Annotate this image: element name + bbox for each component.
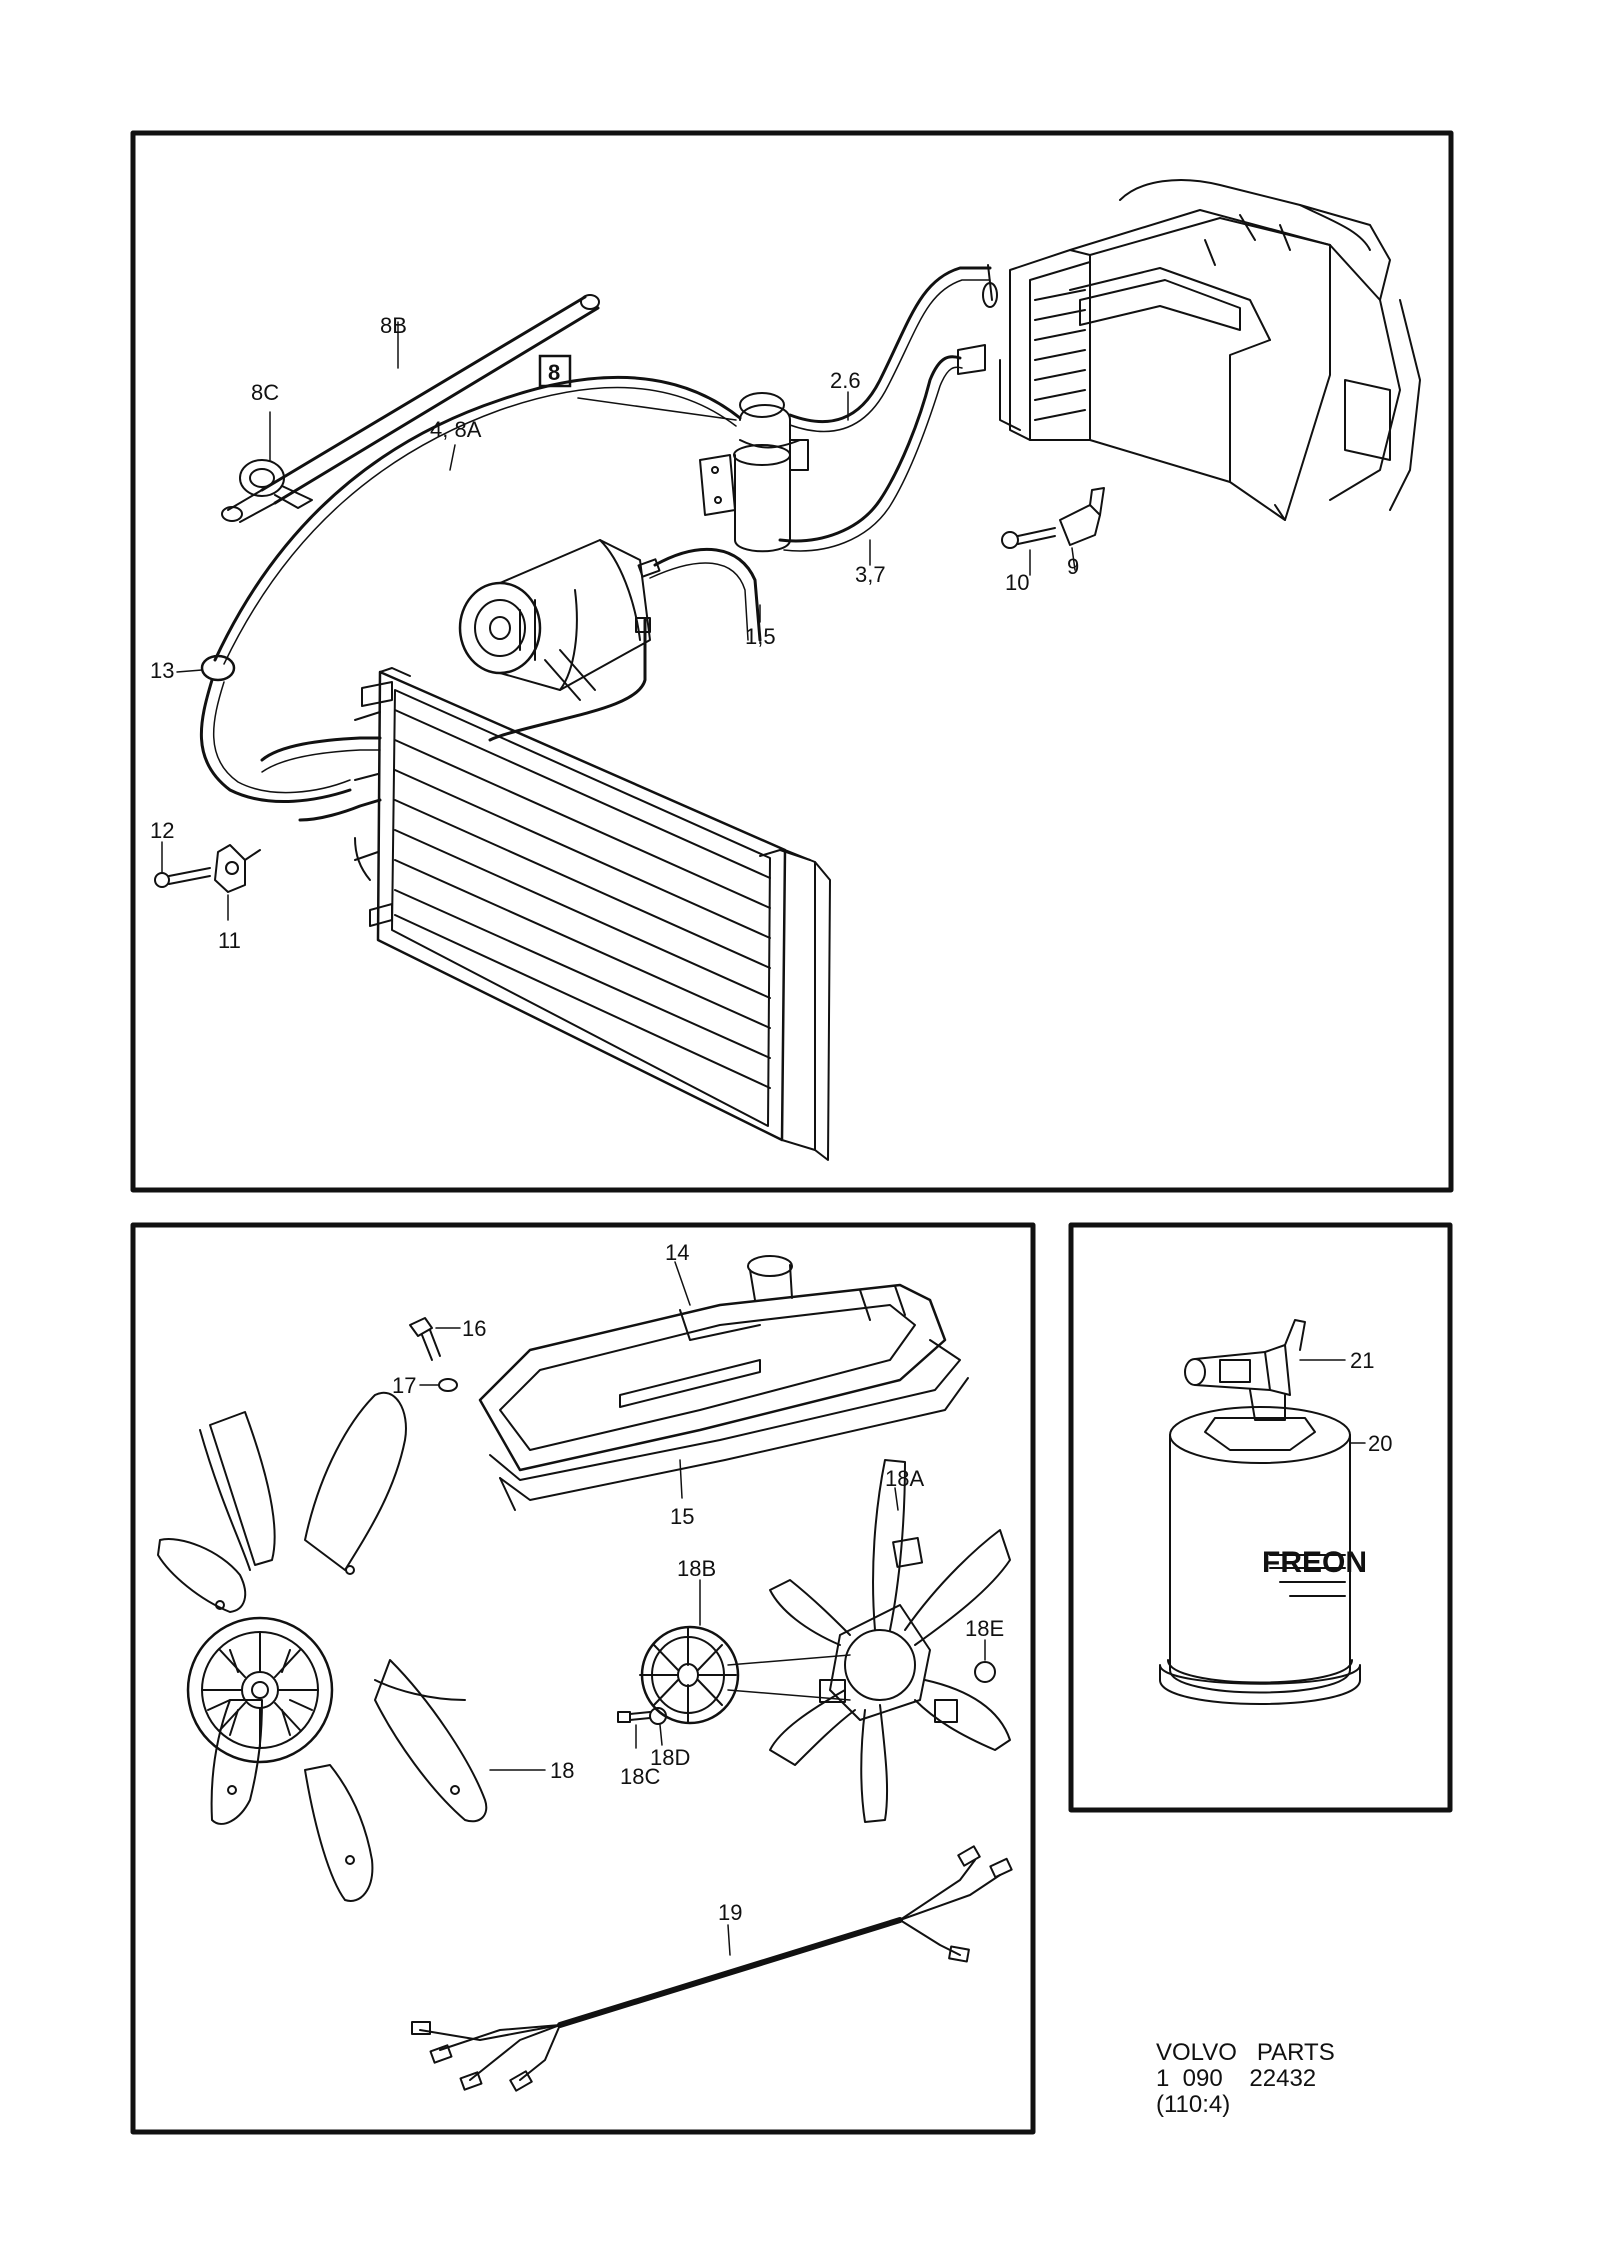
bolt-10 (1001, 527, 1056, 549)
parts-reference: VOLVO PARTS 1 090 22432 (110:4) (1156, 2040, 1335, 2118)
hose-4-8a (213, 375, 742, 665)
washer-17 (438, 1378, 458, 1392)
hose-1-5 (488, 547, 762, 742)
clamp-11 (214, 844, 261, 893)
freon-can-20 (1159, 1406, 1361, 1705)
label-1-5: 1,5 (745, 624, 776, 649)
label-14: 14 (665, 1240, 689, 1265)
hose-2-6 (788, 264, 998, 433)
compressor (458, 539, 661, 701)
label-15: 15 (670, 1504, 694, 1529)
label-8b: 8B (380, 313, 407, 338)
label-4-8a: 4, 8A (430, 417, 482, 442)
bolt-16 (409, 1317, 441, 1361)
hose-8b (221, 294, 600, 523)
hose-condenser-upper (200, 678, 382, 881)
footer-line-2: 1 090 22432 (1156, 2065, 1317, 2092)
nut-18e (974, 1661, 996, 1683)
bottom-left-panel-frame (130, 1222, 1036, 2135)
washer-18d (649, 1707, 667, 1725)
fan-18a (769, 1459, 1011, 1823)
bracket-9 (1059, 487, 1105, 546)
label-8c: 8C (251, 380, 279, 405)
bolt-18c (617, 1711, 651, 1723)
label-10: 10 (1005, 570, 1029, 595)
clamp-8c (239, 459, 313, 509)
grommet-13 (200, 654, 236, 682)
label-18c: 18C (620, 1764, 660, 1789)
footer-line-1: VOLVO PARTS (1156, 2039, 1335, 2066)
label-18d: 18D (650, 1745, 690, 1770)
gasket-15 (489, 1339, 969, 1511)
label-9: 9 (1067, 554, 1079, 579)
label-13: 13 (150, 658, 174, 683)
condenser (354, 667, 831, 1161)
label-2-6: 2.6 (830, 368, 861, 393)
receiver-drier (699, 392, 809, 553)
fan-18 (157, 1391, 488, 1902)
label-21: 21 (1350, 1348, 1374, 1373)
label-16: 16 (462, 1316, 486, 1341)
label-18b: 18B (677, 1556, 716, 1581)
footer-line-3: (110:4) (1156, 2091, 1231, 2118)
top-panel-frame (130, 130, 1454, 1193)
label-18a: 18A (885, 1466, 924, 1491)
label-8: 8 (548, 360, 560, 385)
label-11: 11 (218, 928, 241, 953)
label-18e: 18E (965, 1616, 1004, 1641)
label-8-box (538, 354, 572, 388)
label-3-7: 3,7 (855, 562, 886, 587)
label-20: 20 (1368, 1431, 1392, 1456)
label-12: 12 (150, 818, 174, 843)
expansion-tank-14 (478, 1255, 947, 1472)
screw-12 (154, 867, 211, 888)
label-18: 18 (550, 1758, 574, 1783)
hose-3-7 (778, 344, 986, 552)
tap-valve-21 (1184, 1319, 1306, 1421)
label-19: 19 (718, 1900, 742, 1925)
viscous-clutch-18b (639, 1625, 740, 1725)
freon-can-text: FREON (1262, 1546, 1367, 1579)
wiring-harness-19 (411, 1845, 1013, 2092)
label-17: 17 (392, 1373, 416, 1398)
evaporator-unit (999, 179, 1421, 521)
bottom-right-panel-frame (1068, 1222, 1453, 1813)
